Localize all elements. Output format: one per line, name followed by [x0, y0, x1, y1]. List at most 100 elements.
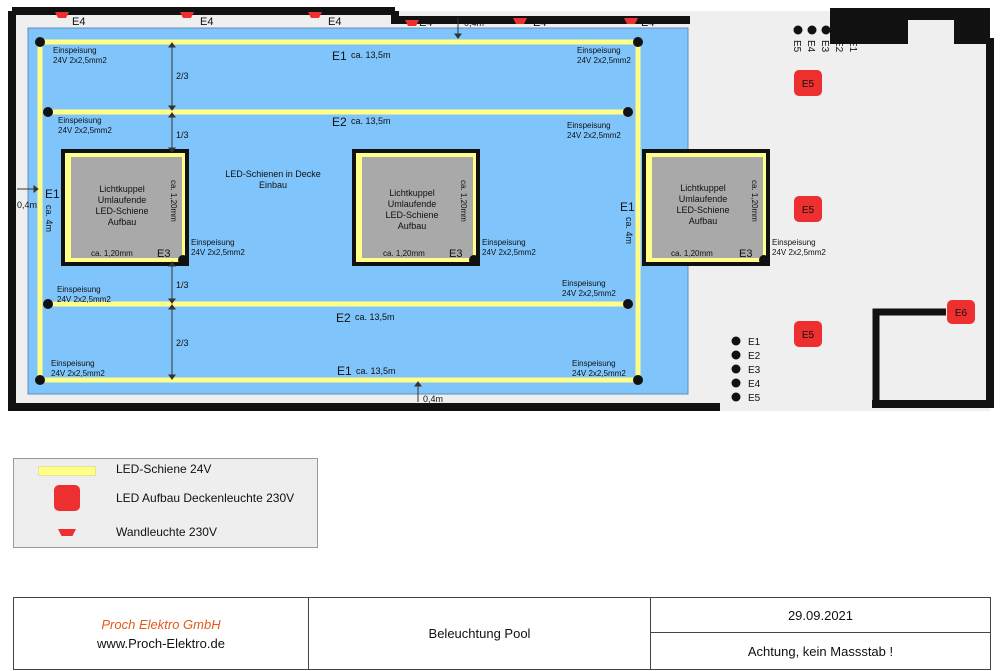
wall-light-label: E4	[328, 16, 341, 28]
wall-light-label: E4	[641, 17, 654, 29]
wall-light-icon	[308, 12, 322, 18]
svg-text:Umlaufende: Umlaufende	[679, 194, 728, 204]
led-strip-icon	[38, 466, 96, 476]
svg-text:E2: E2	[748, 351, 761, 362]
led-strips	[37, 39, 641, 383]
switch-labels-bottom: E1 E2 E3 E4 E5	[748, 337, 761, 404]
svg-text:Umlaufende: Umlaufende	[98, 195, 147, 205]
svg-text:E5: E5	[748, 393, 761, 404]
dimension-arrows	[17, 18, 462, 402]
ceiling-lights: E5 E5 E5 E6	[794, 70, 975, 347]
feed-point-icon	[43, 299, 53, 309]
strip-lower-length: ca. 13,5m	[355, 312, 395, 322]
svg-text:Aufbau: Aufbau	[689, 216, 718, 226]
svg-text:E6: E6	[955, 308, 968, 319]
wall-light-icon	[55, 12, 69, 18]
fraction-top: 2/3	[176, 71, 189, 81]
feed-label: 24V 2x2,5mm2	[562, 289, 616, 298]
note-cell: Achtung, kein Massstab !	[651, 633, 990, 669]
feed-label: Einspeisung	[577, 46, 621, 55]
svg-text:E4: E4	[748, 379, 761, 390]
feed-label: Einspeisung	[191, 238, 235, 247]
ceiling-light-icon	[54, 485, 80, 511]
svg-text:ca. 1,20mm: ca. 1,20mm	[383, 249, 425, 258]
feed-label: 24V 2x2,5mm2	[572, 369, 626, 378]
strip-left-code: E1	[45, 187, 60, 201]
feed-point-icon	[633, 375, 643, 385]
svg-text:Umlaufende: Umlaufende	[388, 199, 437, 209]
inner-wall	[872, 308, 946, 404]
feed-labels: Einspeisung 24V 2x2,5mm2 Einspeisung 24V…	[51, 46, 826, 378]
wall-light-label: E4	[419, 17, 432, 29]
feed-points	[35, 37, 769, 385]
dimension-left-gap: 0,4m	[17, 200, 37, 210]
strip-bottom-length: ca. 13,5m	[356, 366, 396, 376]
wall-light-label: E4	[72, 16, 85, 28]
strip-bottom-code: E1	[337, 364, 352, 378]
feed-label: Einspeisung	[772, 238, 816, 247]
feed-label: Einspeisung	[567, 121, 611, 130]
strip-top-code: E1	[332, 49, 347, 63]
wall-corner-gap	[908, 20, 954, 44]
feed-label: 24V 2x2,5mm2	[577, 56, 631, 65]
wall-light-label: E4	[533, 17, 546, 29]
skylight-1	[61, 149, 189, 266]
feed-label: Einspeisung	[482, 238, 526, 247]
fraction-upper: 1/3	[176, 130, 189, 140]
wall-top	[12, 7, 690, 24]
svg-text:ca. 1,20mm: ca. 1,20mm	[671, 249, 713, 258]
strip-right-code: E1	[620, 200, 635, 214]
drawing-date: 29.09.2021	[787, 607, 854, 623]
feed-point-icon	[759, 255, 769, 265]
svg-text:ca. 1,20mm: ca. 1,20mm	[459, 180, 468, 222]
feed-point-icon	[623, 299, 633, 309]
svg-text:ca. 1,20mm: ca. 1,20mm	[750, 180, 759, 222]
feed-point-icon	[178, 255, 188, 265]
switch-group-top	[793, 25, 859, 35]
dimension-bottom-gap: 0,4m	[423, 394, 443, 404]
feed-label: Einspeisung	[53, 46, 97, 55]
feed-point-icon	[469, 255, 479, 265]
feed-label: Einspeisung	[58, 116, 102, 125]
company-cell: Proch Elektro GmbH www.Proch-Elektro.de	[14, 598, 309, 669]
switch-group-bottom	[731, 336, 741, 402]
skylight-dims: ca. 1,20mm ca. 1,20mm ca. 1,20mm ca. 1,2…	[91, 180, 759, 258]
feed-point-icon	[35, 375, 45, 385]
svg-text:E1: E1	[847, 40, 858, 53]
feed-point-icon	[633, 37, 643, 47]
dimension-top-gap: 0,4m	[464, 18, 484, 28]
svg-text:E3: E3	[819, 40, 830, 53]
svg-text:E5: E5	[802, 330, 815, 341]
svg-text:E3: E3	[449, 248, 462, 260]
skylight-2	[352, 149, 480, 266]
svg-text:E3: E3	[748, 365, 761, 376]
feed-label: 24V 2x2,5mm2	[191, 248, 245, 257]
svg-text:Lichtkuppel: Lichtkuppel	[99, 184, 145, 194]
svg-text:Aufbau: Aufbau	[398, 221, 427, 231]
company-name: Proch Elektro GmbH	[101, 616, 221, 632]
svg-text:LED-Schiene: LED-Schiene	[385, 210, 438, 220]
wall-light-icon	[624, 18, 638, 24]
svg-text:E3: E3	[157, 248, 170, 260]
wall-light-icon	[405, 20, 419, 26]
scale-note: Achtung, kein Massstab !	[747, 643, 894, 659]
feed-point-icon	[43, 107, 53, 117]
strip-upper-code: E2	[332, 115, 347, 129]
svg-text:E1: E1	[748, 337, 761, 348]
strip-top-length: ca. 13,5m	[351, 50, 391, 60]
skylight-3	[642, 149, 770, 266]
feed-label: 24V 2x2,5mm2	[567, 131, 621, 140]
svg-text:E5: E5	[802, 79, 815, 90]
switch-labels-top: E1 E2 E3 E4 E5	[791, 40, 858, 53]
legend: LED-Schiene 24V LED Aufbau Deckenleuchte…	[13, 458, 318, 548]
project-title: Beleuchtung Pool	[428, 626, 531, 641]
feed-label: 24V 2x2,5mm2	[51, 369, 105, 378]
feed-label: 24V 2x2,5mm2	[58, 126, 112, 135]
wall-light-icon	[58, 529, 76, 536]
feed-label: Einspeisung	[57, 285, 101, 294]
feed-label: Einspeisung	[572, 359, 616, 368]
svg-text:Lichtkuppel: Lichtkuppel	[680, 183, 726, 193]
svg-text:E5: E5	[802, 205, 815, 216]
legend-ceiling-label: LED Aufbau Deckenleuchte 230V	[116, 491, 295, 505]
legend-led-label: LED-Schiene 24V	[116, 462, 212, 476]
